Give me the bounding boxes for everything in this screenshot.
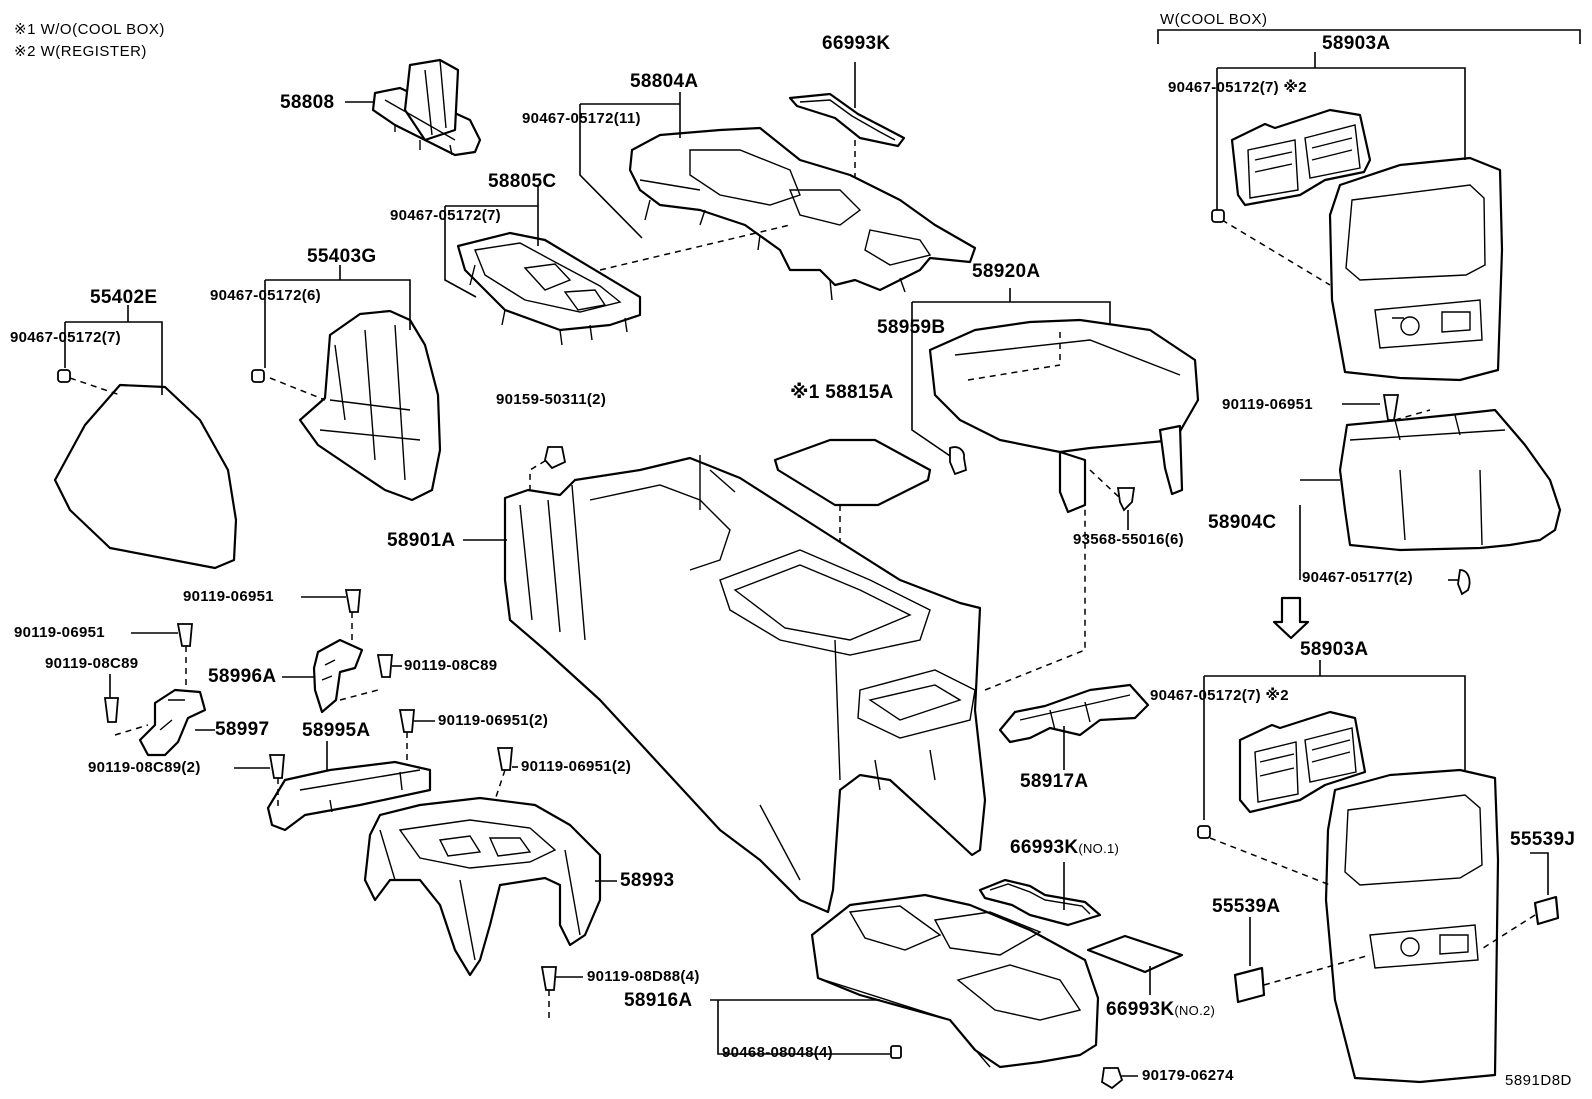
part-58920A-armrest-lid bbox=[928, 318, 1200, 514]
part-58995A-bracket bbox=[266, 760, 432, 832]
drawing-code: 5891D8D bbox=[1505, 1072, 1572, 1089]
label-58805C[interactable]: 58805C bbox=[488, 171, 557, 192]
label-90119-08D88-4[interactable]: 90119-08D88(4) bbox=[587, 968, 700, 985]
label-90468-08048-4[interactable]: 90468-08048(4) bbox=[722, 1044, 833, 1061]
label-58993[interactable]: 58993 bbox=[620, 870, 675, 891]
part-66993K-mat bbox=[788, 92, 906, 148]
label-58815A[interactable]: ※1 58815A bbox=[790, 382, 894, 403]
label-58920A[interactable]: 58920A bbox=[972, 261, 1041, 282]
screw-90119-06951-b bbox=[176, 623, 193, 647]
label-90119-06951-right[interactable]: 90119-06951 bbox=[1222, 396, 1313, 413]
label-58804A[interactable]: 58804A bbox=[630, 71, 699, 92]
part-58993-rear-bracket bbox=[363, 796, 602, 977]
part-66993K-no1-mat bbox=[978, 878, 1102, 927]
part-58904C-lower-panel bbox=[1338, 408, 1562, 552]
label-58997[interactable]: 58997 bbox=[215, 719, 270, 740]
label-90467-05177-2[interactable]: 90467-05177(2) bbox=[1302, 569, 1413, 586]
part-58916A-lower-console bbox=[810, 893, 1100, 1069]
label-55402E[interactable]: 55402E bbox=[90, 287, 158, 308]
label-58904C[interactable]: 58904C bbox=[1208, 512, 1277, 533]
label-93568-55016-6[interactable]: 93568-55016(6) bbox=[1073, 531, 1184, 548]
part-58917A-duct bbox=[998, 683, 1150, 744]
label-90119-06951-b[interactable]: 90119-06951 bbox=[14, 624, 105, 641]
label-90467-05172-7-mid[interactable]: 90467-05172(7) bbox=[390, 207, 501, 224]
label-90119-08C89-a[interactable]: 90119-08C89 bbox=[45, 655, 139, 672]
label-90467-05172-11[interactable]: 90467-05172(11) bbox=[522, 110, 641, 127]
screw-90119-06951-a bbox=[344, 589, 361, 613]
part-66993K-no2-mat bbox=[1086, 934, 1184, 974]
label-66993K[interactable]: 66993K bbox=[822, 33, 891, 54]
part-55402E-side-cover bbox=[53, 383, 238, 570]
part-58903A-rear-panel-top bbox=[1230, 108, 1504, 382]
label-90467-05172-6[interactable]: 90467-05172(6) bbox=[210, 287, 321, 304]
part-58808-shift-boot bbox=[371, 58, 482, 157]
label-55539A[interactable]: 55539A bbox=[1212, 896, 1281, 917]
label-55403G[interactable]: 55403G bbox=[307, 246, 377, 267]
label-90179-06274[interactable]: 90179-06274 bbox=[1142, 1067, 1234, 1084]
label-55539J[interactable]: 55539J bbox=[1510, 829, 1576, 850]
part-55403G-side-panel bbox=[298, 309, 442, 502]
label-66993K-no1[interactable]: 66993K(NO.1) bbox=[1010, 837, 1120, 858]
label-90159-50311-2[interactable]: 90159-50311(2) bbox=[496, 391, 607, 408]
label-90119-08C89-b[interactable]: 90119-08C89 bbox=[404, 657, 498, 674]
label-90119-06951-2a[interactable]: 90119-06951(2) bbox=[438, 712, 549, 729]
cool-box-group-header: W(COOL BOX) bbox=[1160, 11, 1268, 28]
part-55539J-switch bbox=[1533, 895, 1560, 926]
label-58916A[interactable]: 58916A bbox=[624, 990, 693, 1011]
label-58808[interactable]: 58808 bbox=[280, 92, 335, 113]
cool-box-group-bracket bbox=[1157, 29, 1581, 44]
note-with-register: ※2 W(REGISTER) bbox=[14, 43, 147, 60]
label-90119-08C89-2[interactable]: 90119-08C89(2) bbox=[88, 759, 201, 776]
part-58901A-console-body bbox=[503, 455, 987, 914]
label-90467-05172-7-register-bottom[interactable]: 90467-05172(7) ※2 bbox=[1150, 687, 1289, 704]
part-58804A-upper-panel bbox=[628, 126, 977, 301]
arrow-down-icon bbox=[1272, 596, 1310, 640]
label-58995A[interactable]: 58995A bbox=[302, 720, 371, 741]
label-66993K-no2[interactable]: 66993K(NO.2) bbox=[1106, 999, 1216, 1020]
label-58917A[interactable]: 58917A bbox=[1020, 771, 1089, 792]
label-90467-05172-7-left[interactable]: 90467-05172(7) bbox=[10, 329, 121, 346]
label-58903A-top[interactable]: 58903A bbox=[1322, 33, 1391, 54]
part-58903A-rear-panel-bottom bbox=[1238, 710, 1500, 1084]
label-58901A[interactable]: 58901A bbox=[387, 530, 456, 551]
part-58815A-mat bbox=[773, 438, 932, 507]
part-55539A-switch bbox=[1233, 966, 1266, 1004]
screw-90119-08C89-a bbox=[103, 697, 119, 723]
label-90119-06951-a[interactable]: 90119-06951 bbox=[183, 588, 274, 605]
part-58996A-bracket bbox=[312, 638, 364, 714]
label-58959B[interactable]: 58959B bbox=[877, 317, 946, 338]
label-58996A[interactable]: 58996A bbox=[208, 666, 277, 687]
screw-90119-08C89-b bbox=[376, 654, 393, 678]
label-90119-06951-2b[interactable]: 90119-06951(2) bbox=[521, 758, 632, 775]
note-without-cool-box: ※1 W/O(COOL BOX) bbox=[14, 21, 165, 38]
part-58805C-cup-tray bbox=[456, 231, 642, 346]
label-90467-05172-7-register-top[interactable]: 90467-05172(7) ※2 bbox=[1168, 79, 1307, 96]
part-58997-bracket bbox=[138, 688, 207, 757]
label-58903A-bottom[interactable]: 58903A bbox=[1300, 639, 1369, 660]
